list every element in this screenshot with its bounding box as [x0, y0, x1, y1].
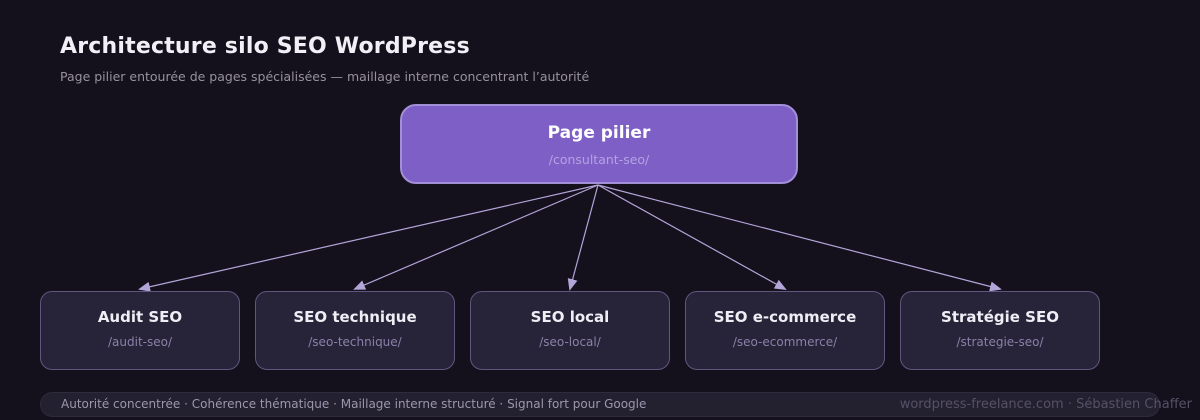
node-slug: /audit-seo/	[107, 335, 172, 349]
node-slug: /seo-technique/	[308, 335, 402, 349]
silo-page-node: Audit SEO /audit-seo/	[40, 291, 240, 370]
watermark: wordpress-freelance.com · Sébastien Chaf…	[899, 397, 1192, 412]
node-slug: /strategie-seo/	[956, 335, 1044, 349]
silo-page-node: SEO e-commerce /seo-ecommerce/	[685, 291, 885, 370]
node-title: Audit SEO	[97, 308, 183, 326]
footer-benefits-bar: Autorité concentrée · Cohérence thématiq…	[40, 392, 1160, 417]
pillar-node: Page pilier /consultant-seo/	[400, 104, 798, 184]
page-title: Architecture silo SEO WordPress	[60, 34, 470, 59]
header: Architecture silo SEO WordPress Page pil…	[60, 34, 589, 84]
pillar-title: Page pilier	[547, 123, 651, 143]
silo-page-node: SEO local /seo-local/	[470, 291, 670, 370]
node-title: Stratégie SEO	[941, 308, 1059, 326]
node-slug: /seo-ecommerce/	[732, 335, 838, 349]
silo-page-node: Stratégie SEO /strategie-seo/	[900, 291, 1100, 370]
node-title: SEO e-commerce	[713, 308, 857, 326]
page-subtitle: Page pilier entourée de pages spécialisé…	[60, 69, 590, 84]
node-title: SEO local	[530, 308, 610, 326]
node-slug: /seo-local/	[539, 335, 601, 349]
silo-page-node: SEO technique /seo-technique/	[255, 291, 455, 370]
pillar-slug: /consultant-seo/	[548, 152, 650, 167]
node-title: SEO technique	[293, 308, 417, 326]
